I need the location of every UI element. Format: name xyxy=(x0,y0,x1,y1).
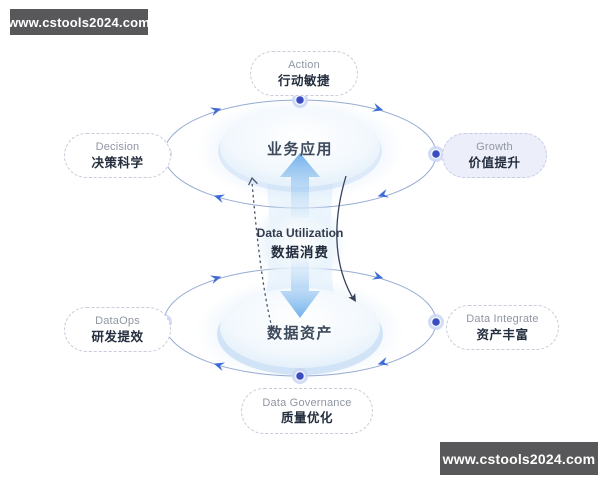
dot-data-governance xyxy=(292,368,308,384)
watermark-bottom-right: www.cstools2024.com xyxy=(440,442,598,475)
node-growth: Growth 价值提升 xyxy=(442,133,547,178)
bottom-core-label: 数据资产 xyxy=(266,325,333,342)
chevron-icon xyxy=(376,188,390,201)
solid-down-curve-arrowhead xyxy=(348,293,356,302)
node-dataops-label-en: DataOps xyxy=(95,315,140,328)
solid-down-curve xyxy=(336,175,355,301)
node-action: Action 行动敏捷 xyxy=(250,51,358,96)
node-data-governance: Data Governance 质量优化 xyxy=(241,388,373,434)
top-core-ellipse xyxy=(220,107,380,187)
node-data-governance-label-zh: 质量优化 xyxy=(280,411,333,426)
dot-growth xyxy=(428,146,444,162)
node-data-governance-label-en: Data Governance xyxy=(262,396,352,409)
node-growth-label-en: Growth xyxy=(476,141,513,154)
arrow-up xyxy=(280,153,320,218)
data-utilization-label-zh: 数据消费 xyxy=(271,245,329,260)
top-core-label: 业务应用 xyxy=(266,141,333,158)
dashed-up-curve xyxy=(251,181,273,329)
node-decision: Decision 决策科学 xyxy=(64,133,171,178)
arrow-down xyxy=(280,258,320,318)
node-dataops-label-zh: 研发提效 xyxy=(91,329,144,344)
node-data-integrate-label-en: Data Integrate xyxy=(466,313,539,326)
node-action-label-zh: 行动敏捷 xyxy=(277,73,330,88)
dashed-up-curve-arrowhead xyxy=(247,176,258,186)
node-decision-label-en: Decision xyxy=(95,141,140,154)
chevron-icon xyxy=(212,191,226,204)
node-decision-label-zh: 决策科学 xyxy=(91,155,144,170)
node-data-integrate-label-zh: 资产丰富 xyxy=(476,327,529,342)
data-utilization-bubble xyxy=(254,197,346,289)
watermark-top-left: www.cstools2024.com xyxy=(8,9,150,35)
bottom-core-ellipse xyxy=(220,288,380,368)
node-growth-label-zh: 价值提升 xyxy=(468,155,521,170)
data-utilization-label-en: Data Utilization xyxy=(256,226,344,240)
data-utilization-label: Data Utilization 数据消费 xyxy=(230,226,370,261)
dot-data-integrate xyxy=(428,314,444,330)
node-data-integrate: Data Integrate 资产丰富 xyxy=(446,305,559,350)
node-dataops: DataOps 研发提效 xyxy=(64,307,171,352)
node-action-label-en: Action xyxy=(288,59,320,72)
